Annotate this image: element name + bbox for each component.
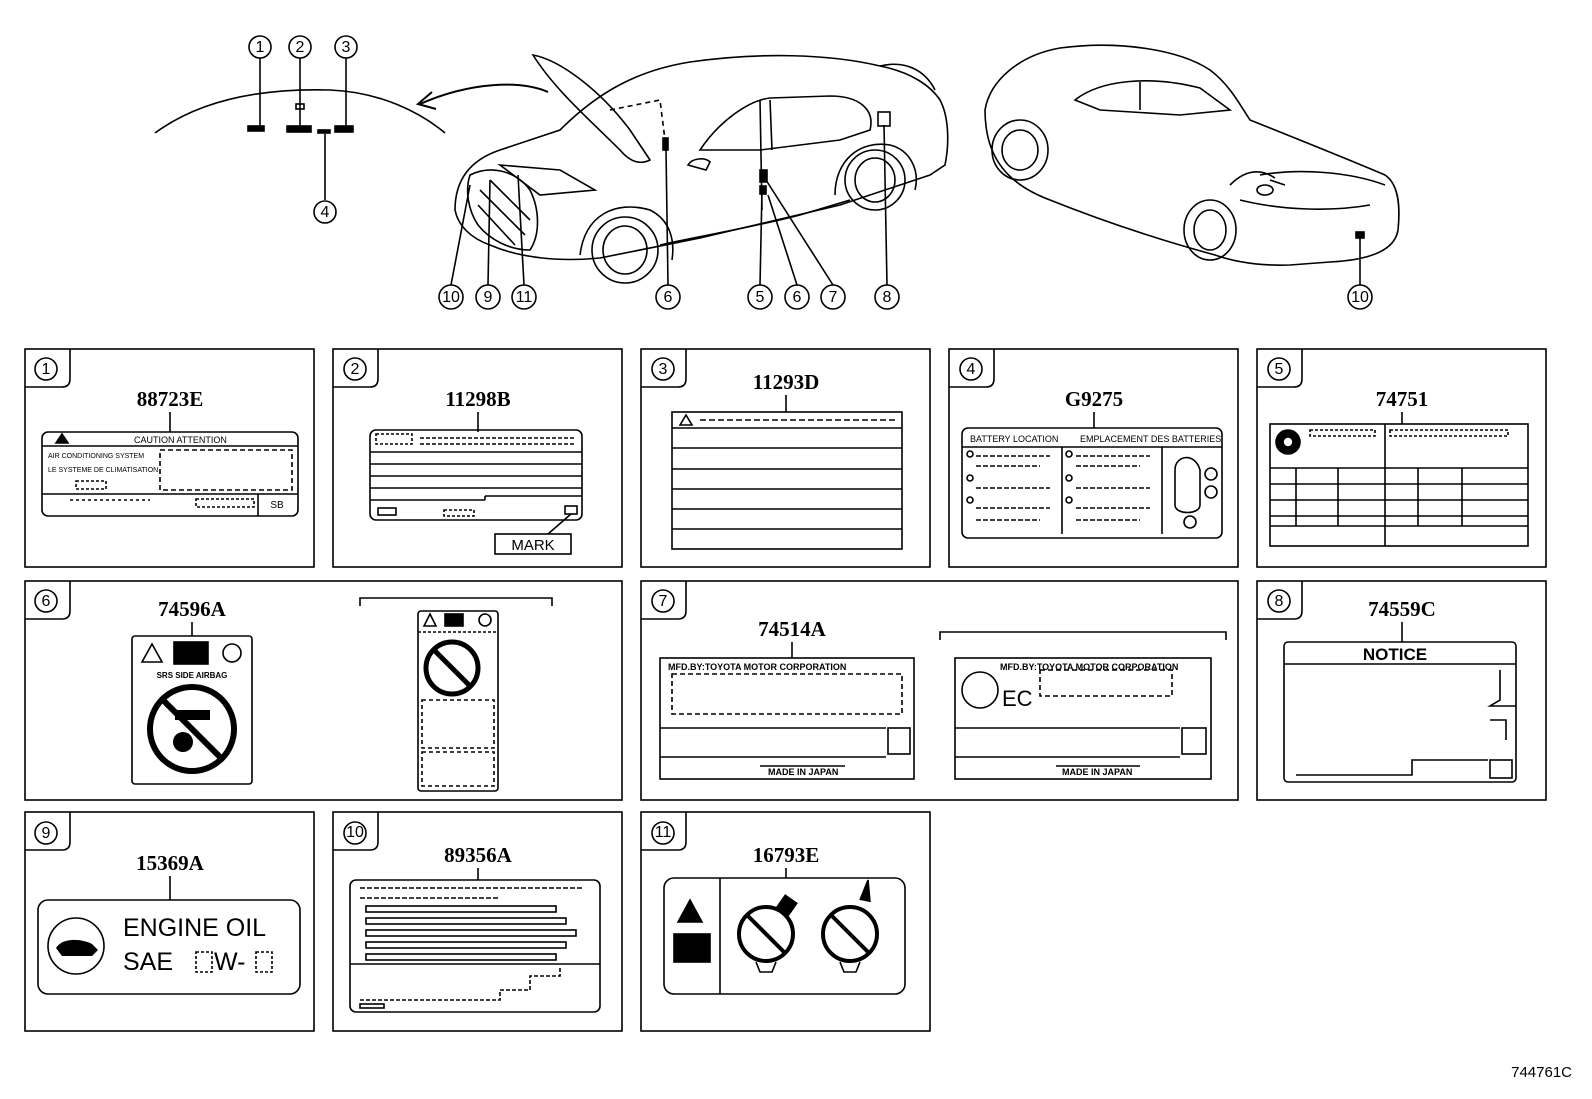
callout-11-front-text: 11 [516,289,533,306]
callout-6b-front-text: 6 [793,289,802,306]
callout-1-top-text: 1 [256,39,265,56]
panel-2-number: 2 [351,361,360,378]
panel-4: 4 G9275 BATTERY LOCATION EMPLACEMENT DES… [948,348,1239,568]
panel-6-part-code: 74596A [158,597,227,621]
panel-1-line1: AIR CONDITIONING SYSTEM [48,453,144,460]
panel-1-sb: SB [270,500,284,511]
panel-2: 2 11298B MARK [332,348,623,568]
panel-10-number: 10 [346,824,364,841]
panel-9-part-code: 15369A [136,851,205,875]
panel-6: 6 74596A SRS SIDE AIRBAG [24,580,623,801]
panel-9-w: W- [214,948,245,976]
callout-4-top-text: 4 [321,204,330,221]
panel-1-part-code: 88723E [137,387,204,411]
callout-circles: 1 2 3 4 10 9 11 6 5 6 7 8 10 [248,35,1373,310]
panel-3-number: 3 [659,361,668,378]
panel-9-engine-oil: ENGINE OIL [123,914,266,942]
panel-6-srs-text: SRS SIDE AIRBAG [157,671,228,680]
callout-2-top: 2 [288,35,312,59]
panel-8-part-code: 74559C [1368,597,1436,621]
header-area-sketch [154,57,549,200]
panel-5-number: 5 [1275,361,1284,378]
panel-11-part-code: 16793E [753,843,820,867]
panel-10-part-code: 89356A [444,843,513,867]
panel-5-part-code: 74751 [1376,387,1429,411]
callout-7-front-text: 7 [829,289,838,306]
panel-9-sae: SAE [123,948,173,976]
panel-2-mark-label: MARK [511,537,554,554]
panel-8-notice-title: NOTICE [1363,645,1427,664]
panel-7b-made-in-japan: MADE IN JAPAN [1062,767,1132,777]
panel-1: 1 88723E CAUTION ATTENTION AIR CONDITION… [24,348,315,568]
panel-1-caution-text: CAUTION ATTENTION [134,435,227,445]
panel-3-part-code: 11293D [753,370,820,394]
panel-10: 10 89356A [332,811,623,1032]
panel-1-number: 1 [42,361,51,378]
callout-3-top: 3 [334,35,358,59]
panel-6-number: 6 [42,593,51,610]
panel-7: 7 74514A MFD.BY:TOYOTA MOTOR CORPORATION… [640,580,1239,801]
panel-7b-mfd-text: MFD.BY:TOYOTA MOTOR CORPORATION [1000,662,1178,672]
callout-1-top: 1 [248,35,272,59]
callout-3-top-text: 3 [342,39,351,56]
panel-11-number: 11 [655,824,672,841]
panel-7-made-in-japan: MADE IN JAPAN [768,767,838,777]
panel-7-number: 7 [659,593,668,610]
panel-7-ec-mark: EC [1002,686,1033,711]
panel-4-battery-text: BATTERY LOCATION [970,434,1058,444]
panel-9: 9 15369A ENGINE OIL SAE W- [24,811,315,1032]
car-front-view [450,53,949,286]
panel-1-line2: LE SYSTEME DE CLIMATISATION [48,467,158,474]
reference-code: 744761C [1511,1064,1572,1081]
callout-4-top: 4 [313,200,337,224]
panel-3: 3 11293D [640,348,931,568]
panel-7-mfd-text: MFD.BY:TOYOTA MOTOR CORPORATION [668,662,846,672]
callout-9-front-text: 9 [484,289,493,306]
panel-11: 11 16793E [640,811,931,1032]
callout-10-rear-text: 10 [1351,289,1369,306]
panel-4-part-code: G9275 [1065,387,1123,411]
callout-6a-front-text: 6 [664,289,673,306]
panel-4-emplacement-text: EMPLACEMENT DES BATTERIES [1080,434,1221,444]
callout-5-front-text: 5 [756,289,765,306]
car-rear-view [984,44,1400,285]
panel-5: 5 74751 [1256,348,1547,568]
panel-9-number: 9 [42,825,51,842]
panel-2-part-code: 11298B [445,387,510,411]
panel-8-number: 8 [1275,593,1284,610]
panel-7-part-code: 74514A [758,617,827,641]
callout-8-front-text: 8 [883,289,892,306]
panel-8: 8 74559C NOTICE [1256,580,1547,801]
callout-10-front-text: 10 [442,289,460,306]
callout-2-top-text: 2 [296,39,305,56]
panel-4-number: 4 [967,361,976,378]
